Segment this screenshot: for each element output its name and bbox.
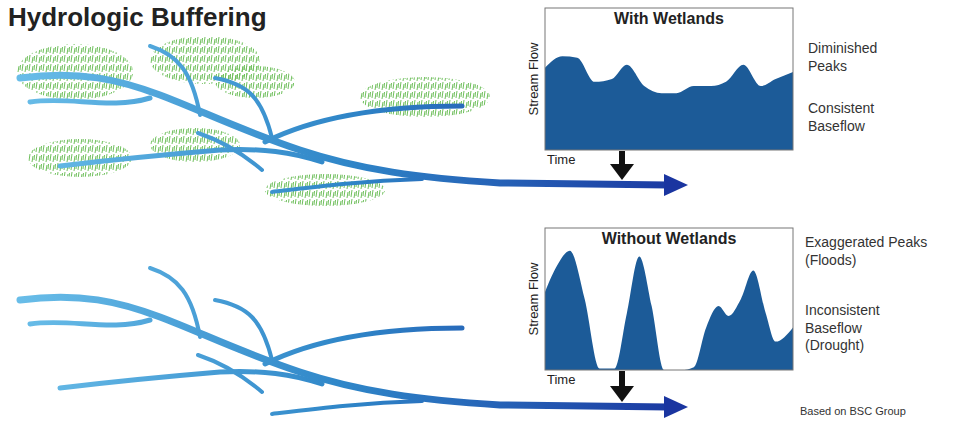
diagram-title: Hydrologic Buffering — [8, 2, 267, 33]
annotation: Diminished Peaks — [808, 40, 900, 75]
axis-label: Time — [547, 152, 575, 167]
flow-area — [545, 251, 793, 370]
annotation: Exaggerated Peaks (Floods) — [805, 234, 945, 269]
plot-frame — [545, 228, 793, 370]
axis-label: Stream Flow — [526, 263, 541, 336]
chart-panel: Without WetlandsStream FlowTime — [525, 224, 795, 389]
annotation: Inconsistent Baseflow (Drought) — [805, 302, 901, 355]
flow-area — [545, 56, 793, 150]
axis-label: Time — [547, 372, 575, 387]
annotation: Consistent Baseflow — [808, 100, 900, 135]
wetland-patches — [17, 36, 490, 206]
chart-title: Without Wetlands — [599, 230, 740, 248]
flow-chart — [525, 4, 795, 169]
flow-chart — [525, 224, 795, 389]
source-note: Based on BSC Group — [800, 405, 950, 419]
axis-label: Stream Flow — [526, 43, 541, 116]
chart-panel: With WetlandsStream FlowTime — [525, 4, 795, 169]
plot-frame — [545, 8, 793, 150]
chart-title: With Wetlands — [611, 10, 727, 28]
